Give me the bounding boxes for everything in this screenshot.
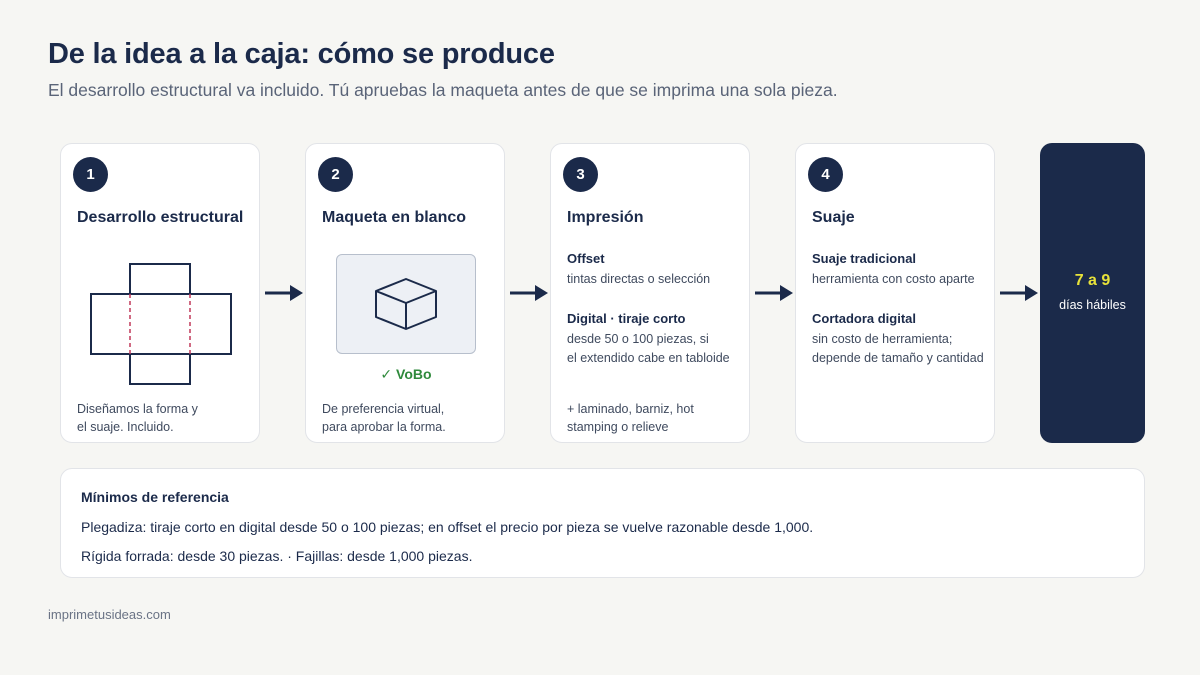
step-title-3: Impresión [567, 209, 644, 226]
step-desc-3: + laminado, barniz, hot stamping o relie… [567, 402, 694, 434]
step-card-2: 2 Maqueta en blanco ✓ VoBo De preferenci… [305, 143, 505, 443]
arrow-right-icon [755, 285, 793, 301]
step-desc-2: De preferencia virtual, para aprobar la … [322, 402, 446, 434]
option-text-cortadora-digital: sin costo de herramienta; depende de tam… [812, 332, 984, 365]
minimums-line-rigida: Rígida forrada: desde 30 piezas. · Fajil… [81, 548, 473, 564]
arrow-right-icon [510, 285, 548, 301]
option-head-digital: Digital · tiraje corto [567, 311, 686, 326]
minimums-panel: Mínimos de referencia Plegadiza: tiraje … [60, 468, 1145, 578]
option-head-cortadora-digital: Cortadora digital [812, 311, 917, 326]
page-subtitle: El desarrollo estructural va incluido. T… [48, 80, 838, 100]
delivery-days-label: días hábiles [1059, 298, 1126, 312]
option-head-suaje-tradicional: Suaje tradicional [812, 251, 917, 266]
minimums-title: Mínimos de referencia [81, 489, 229, 505]
step-title-2: Maqueta en blanco [322, 209, 467, 226]
minimums-line-plegadiza: Plegadiza: tiraje corto en digital desde… [81, 519, 814, 535]
cube-icon [375, 278, 437, 330]
approval-badge: ✓ VoBo [380, 366, 432, 382]
step-number-4: 4 [808, 157, 843, 192]
option-text-suaje-tradicional: herramienta con costo aparte [812, 272, 975, 286]
blank-mockup [336, 254, 476, 354]
box-dieline-icon [90, 263, 232, 385]
delivery-time-card: 7 a 9 días hábiles [1040, 143, 1145, 443]
footer-site: imprimetusideas.com [48, 607, 171, 622]
delivery-days: 7 a 9 [1074, 272, 1111, 289]
arrow-right-icon [265, 285, 303, 301]
option-text-digital: desde 50 o 100 piezas, si el extendido c… [567, 332, 730, 365]
option-text-offset: tintas directas o selección [567, 272, 711, 286]
step-card-4: 4 Suaje Suaje tradicional herramienta co… [795, 143, 995, 443]
step-desc-1: Diseñamos la forma y el suaje. Incluido. [77, 402, 198, 434]
step-title-4: Suaje [812, 209, 855, 226]
step-title-1: Desarrollo estructural [77, 209, 244, 226]
page-title: De la idea a la caja: cómo se produce [48, 38, 555, 70]
option-head-offset: Offset [567, 251, 605, 266]
step-card-3: 3 Impresión Offset tintas directas o sel… [550, 143, 750, 443]
arrow-right-icon [1000, 285, 1038, 301]
step-number-1: 1 [73, 157, 108, 192]
step-card-1: 1 Desarrollo estructural Diseñamos la fo… [60, 143, 260, 443]
step-number-2: 2 [318, 157, 353, 192]
step-number-3: 3 [563, 157, 598, 192]
